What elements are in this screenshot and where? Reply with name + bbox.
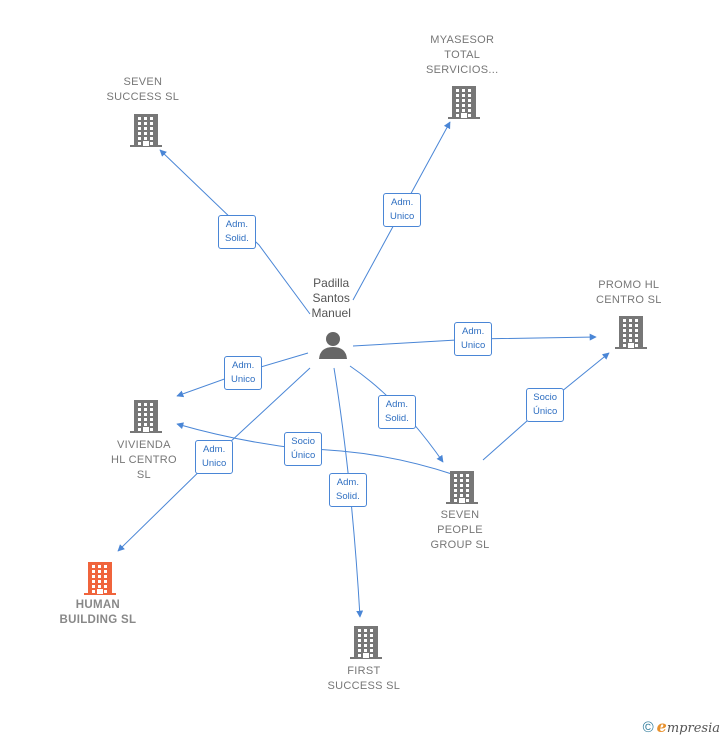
company-node-seven-people[interactable]: [445, 469, 479, 510]
building-icon: [84, 562, 116, 595]
edge-person-to-seven-success: [159, 149, 311, 315]
edge-label-line: Unico: [202, 458, 227, 469]
edge-label-line: Único: [291, 450, 316, 461]
company-label-myasesor-line: MYASESOR: [430, 33, 495, 46]
edge-label-line: Unico: [461, 340, 486, 351]
company-label-promo-hl: PROMO HL CENTRO SL: [596, 278, 662, 308]
building-icon: [448, 86, 480, 119]
building-icon: [130, 400, 162, 433]
brand-logo[interactable]: empresia: [656, 717, 720, 736]
edge-label-line: Adm.: [203, 444, 226, 455]
company-label-vivienda-hl-line: HL CENTRO: [111, 453, 177, 466]
edge-label-line: Unico: [231, 374, 256, 385]
edge-label-line: Solid.: [385, 413, 409, 424]
company-label-myasesor: MYASESOR TOTAL SERVICIOS...: [426, 33, 498, 78]
company-node-myasesor[interactable]: [447, 84, 481, 125]
company-node-promo-hl[interactable]: [614, 314, 648, 355]
edge-label-line: Socio: [533, 392, 558, 403]
edge-label-e3[interactable]: Adm. Unico: [454, 322, 493, 356]
edge-label-e6[interactable]: Adm. Unico: [195, 440, 234, 474]
company-label-myasesor-line: SERVICIOS...: [426, 63, 499, 76]
company-label-vivienda-hl-line: SL: [136, 468, 151, 481]
copyright-icon: ©: [642, 719, 654, 736]
company-label-seven-success-line: SUCCESS SL: [106, 91, 180, 103]
edge-label-line: Socio: [291, 436, 316, 447]
company-label-first-success-line: SUCCESS SL: [327, 680, 401, 692]
company-label-vivienda-hl: VIVIENDA HL CENTRO SL: [111, 438, 177, 483]
edge-label-line: Unico: [390, 211, 415, 222]
building-icon: [130, 114, 162, 147]
company-label-first-success-line: FIRST: [347, 665, 381, 677]
company-label-seven-success: SEVEN SUCCESS SL: [107, 75, 180, 105]
copyright-footer: ©empresia: [643, 717, 720, 736]
edge-label-e1[interactable]: Adm. Solid.: [218, 215, 256, 249]
company-label-myasesor-line: TOTAL: [444, 48, 481, 61]
company-node-seven-success[interactable]: [129, 112, 163, 153]
person-name-line: Manuel: [311, 305, 351, 320]
person-node[interactable]: [318, 330, 348, 365]
company-label-first-success: FIRST SUCCESS SL: [328, 664, 401, 694]
edge-label-line: Adm.: [385, 399, 408, 410]
edge-label-e4[interactable]: Adm. Unico: [224, 356, 263, 390]
edge-label-line: Solid.: [336, 491, 360, 502]
edge-label-e2[interactable]: Adm. Unico: [383, 193, 422, 227]
company-node-vivienda-hl[interactable]: [129, 398, 163, 439]
company-label-seven-success-line: SEVEN: [123, 76, 163, 88]
company-label-human-building-line: HUMAN: [75, 599, 121, 611]
company-label-human-building-line: BUILDING SL: [59, 614, 137, 626]
company-label-seven-people-line: GROUP SL: [430, 538, 490, 551]
edge-label-e5[interactable]: Adm. Solid.: [378, 395, 416, 429]
edge-label-line: Adm.: [391, 197, 414, 208]
edge-label-line: Adm.: [232, 360, 255, 371]
edge-label-e7[interactable]: Adm. Solid.: [329, 473, 367, 507]
company-node-human-building[interactable]: [83, 560, 117, 601]
company-label-seven-people: SEVEN PEOPLE GROUP SL: [431, 508, 490, 553]
building-icon: [615, 316, 647, 349]
company-label-seven-people-line: PEOPLE: [437, 523, 483, 536]
person-name-line: Santos: [312, 290, 350, 305]
edge-label-line: Adm.: [225, 219, 248, 230]
person-name-line: Padilla: [313, 275, 350, 290]
edge-label-line: Adm.: [336, 477, 359, 488]
company-label-seven-people-line: SEVEN: [440, 508, 480, 521]
company-label-promo-hl-line: PROMO HL: [598, 279, 660, 291]
edge-label-line: Adm.: [462, 326, 485, 337]
person-icon: [319, 332, 347, 359]
company-label-human-building: HUMAN BUILDING SL: [60, 598, 137, 628]
edge-label-line: Único: [533, 406, 558, 417]
building-icon: [350, 626, 382, 659]
building-icon: [446, 471, 478, 504]
edge-label-line: Solid.: [225, 233, 249, 244]
company-label-vivienda-hl-line: VIVIENDA: [117, 438, 171, 451]
company-label-promo-hl-line: CENTRO SL: [596, 294, 662, 306]
company-node-first-success[interactable]: [349, 624, 383, 665]
